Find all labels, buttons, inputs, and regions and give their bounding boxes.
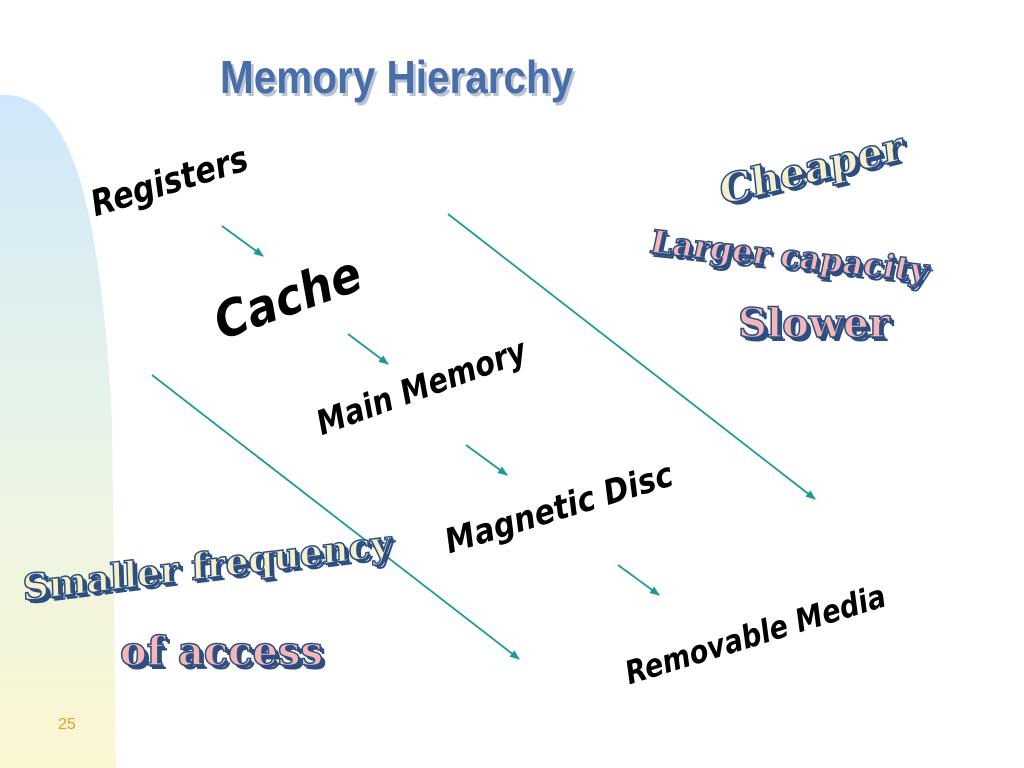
annotation-slower: Slower: [737, 299, 890, 348]
page-number: 25: [58, 716, 76, 733]
arrow-long-right: [447, 213, 816, 500]
arrow-disc-to-removable: [617, 564, 660, 596]
annotation-of-access: of access: [119, 627, 323, 676]
arrow-main-memory-to-disc: [465, 444, 508, 476]
arrow-registers-to-cache: [221, 225, 264, 257]
slide-title: Memory Hierarchy: [220, 51, 574, 103]
arrow-long-left: [151, 374, 520, 660]
arrow-cache-to-main-memory: [347, 333, 389, 365]
